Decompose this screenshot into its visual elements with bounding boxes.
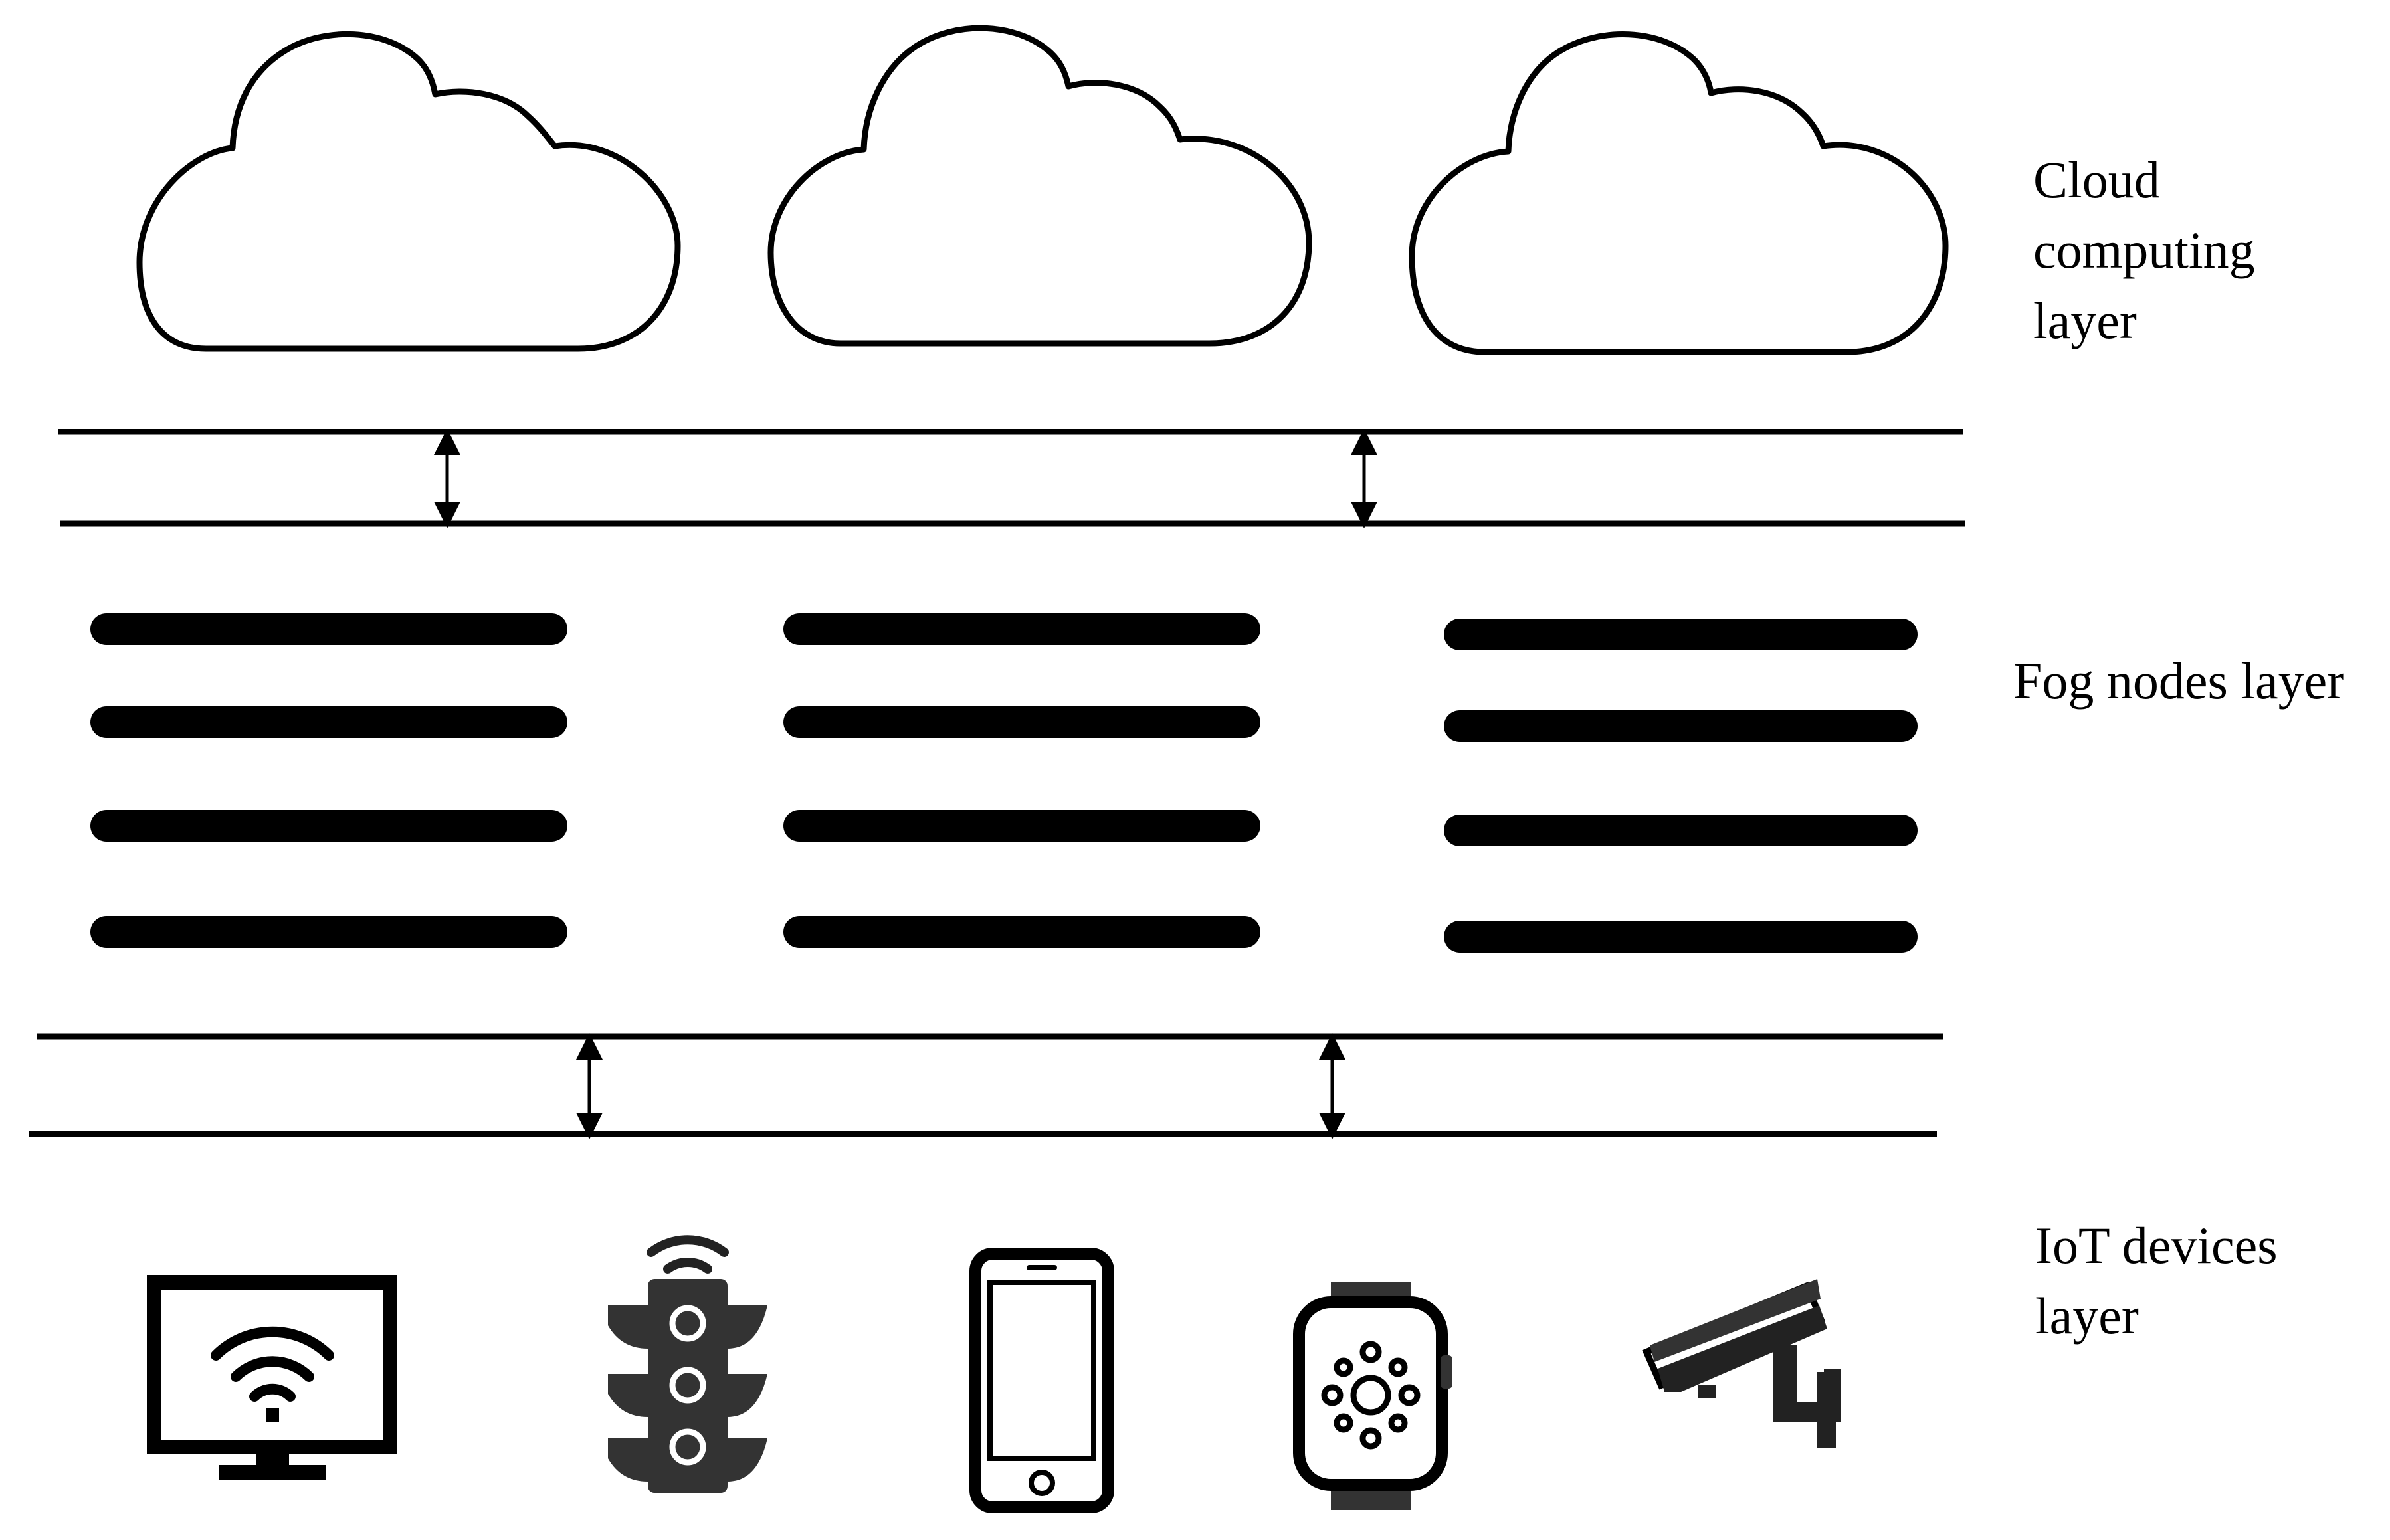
fog-layer-label: Fog nodes layer <box>2013 652 2345 710</box>
smartphone-icon <box>969 1248 1114 1513</box>
cloud-layer-label: Cloud computing layer <box>2033 151 2255 349</box>
fog-iot-link <box>29 1033 1943 1137</box>
cloud-icon <box>1409 31 1949 355</box>
cloud-layer <box>136 25 1949 355</box>
fog-node-icon <box>1444 619 1918 953</box>
security-camera-icon <box>1642 1279 1841 1448</box>
smartwatch-icon <box>1293 1282 1452 1510</box>
iot-layer <box>147 1235 1841 1513</box>
cloud-icon <box>767 25 1312 347</box>
iot-layer-label: IoT devices layer <box>2035 1216 2278 1345</box>
traffic-light-icon <box>608 1235 767 1493</box>
cloud-fog-link <box>58 429 1965 527</box>
fog-node-icon <box>90 613 567 948</box>
wifi-monitor-icon <box>147 1275 397 1480</box>
fog-node-icon <box>783 613 1260 948</box>
fog-layer <box>90 613 1918 953</box>
cloud-icon <box>136 31 681 352</box>
